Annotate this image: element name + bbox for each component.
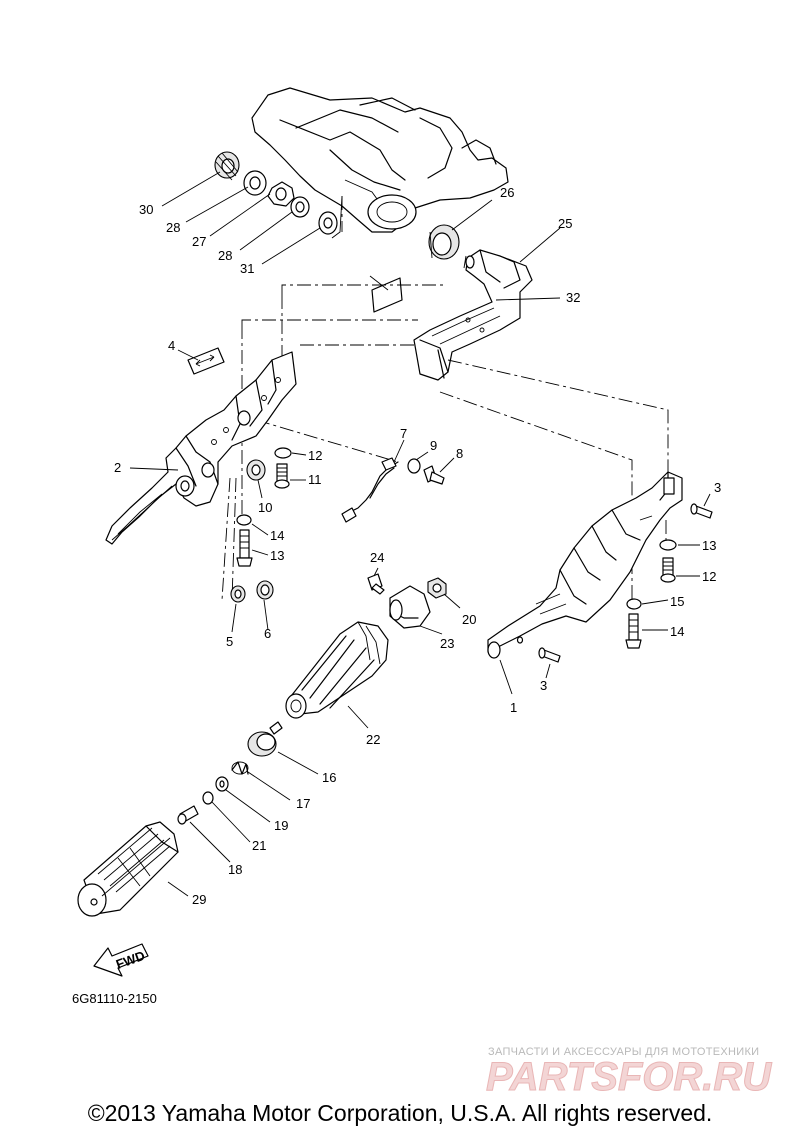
part-16-spring (231, 761, 249, 775)
part-8-bolt (423, 465, 445, 485)
part-15-cap (247, 721, 283, 757)
callout-19: 21 (252, 838, 266, 853)
callout-1: 1 (510, 700, 517, 715)
part-11-bolt-left (274, 463, 290, 489)
part-19-washer (202, 791, 214, 805)
part-25-steering-bracket (413, 249, 533, 381)
callout-5: 5 (226, 634, 233, 649)
part-24-grip (77, 821, 179, 917)
callout-18: 19 (274, 818, 288, 833)
callout-28-lower: 28 (218, 248, 232, 263)
callout-12-left: 12 (308, 448, 322, 463)
part-21-throttle-shaft (285, 621, 389, 719)
callout-12-right: 13 (702, 538, 716, 553)
callout-29: 30 (139, 202, 153, 217)
callout-4: 4 (168, 338, 175, 353)
fwd-label: FWD (114, 948, 147, 972)
part-22-friction-piece (389, 585, 431, 629)
part-3-screw-lower (538, 647, 561, 663)
watermark-logo: PARTSFOR.RU (486, 1055, 772, 1099)
watermark: ЗАПЧАСТИ И АКСЕССУАРЫ ДЛЯ МОТОТЕХНИКИ PA… (486, 1046, 773, 1100)
part-10-bushing (246, 459, 266, 481)
part-5-nut (230, 585, 246, 603)
part-9-washer (407, 458, 421, 474)
leader-lines (129, 171, 711, 897)
callout-11-left: 11 (308, 472, 322, 487)
callout-28-upper: 28 (166, 220, 180, 235)
watermark-tagline: ЗАПЧАСТИ И АКСЕССУАРЫ ДЛЯ МОТОТЕХНИКИ (488, 1046, 759, 1058)
upper-housing-outline (251, 87, 509, 239)
callout-31: 32 (566, 290, 580, 305)
part-1-tiller-tube (487, 471, 683, 659)
part-12-washer-right (659, 539, 677, 551)
part-2-tiller-bracket (105, 351, 297, 545)
part-28-washer-upper (243, 170, 267, 196)
callout-8: 8 (456, 446, 463, 461)
callout-14-right: 15 (670, 594, 684, 609)
callout-3-upper: 3 (714, 480, 721, 495)
fwd-arrow-icon: FWD (93, 943, 149, 977)
part-4-label (187, 347, 225, 375)
callout-17: 18 (228, 862, 242, 877)
part-29-nut (214, 151, 240, 181)
callout-2: 2 (114, 460, 121, 475)
callout-15: 16 (322, 770, 336, 785)
copyright-notice: ©2013 Yamaha Motor Corporation, U.S.A. A… (87, 1100, 713, 1126)
part-14-washer-right (626, 598, 642, 610)
callout-25: 25 (558, 216, 572, 231)
part-7-spring-clip (341, 457, 399, 523)
part-26-bushing (428, 224, 460, 260)
callout-labels: 30 28 27 28 31 26 25 32 4 2 7 9 8 12 11 … (114, 185, 721, 907)
callout-7: 7 (400, 426, 407, 441)
callout-9: 9 (430, 438, 437, 453)
callout-30: 31 (240, 261, 254, 276)
callout-10: 10 (258, 500, 272, 515)
callout-16: 17 (296, 796, 310, 811)
part-20-nut (427, 577, 447, 599)
callout-13-left: 13 (270, 548, 284, 563)
callout-26: 26 (500, 185, 514, 200)
part-6-collar (256, 580, 274, 600)
callout-13-right: 14 (670, 624, 684, 639)
part-13-bolt-left (236, 529, 253, 567)
callout-20: 20 (462, 612, 476, 627)
part-30-washer (318, 211, 338, 235)
callout-11-right: 12 (702, 569, 716, 584)
callout-23: 24 (370, 550, 384, 565)
part-13-bolt-right (625, 613, 642, 649)
catalog-number: 6G81110-2150 (72, 991, 157, 1006)
callout-24: 29 (192, 892, 206, 907)
callout-14-left: 14 (270, 528, 284, 543)
part-14-washer-left (236, 514, 252, 526)
part-17-screw (177, 805, 199, 825)
part-12-washer-left (274, 447, 292, 459)
part-28-washer-lower (290, 196, 310, 218)
callout-27: 27 (192, 234, 206, 249)
part-3-screw-upper (690, 503, 713, 519)
part-18-washer (215, 776, 229, 792)
part-23-screw (367, 573, 385, 595)
part-11-bolt-right (660, 557, 676, 583)
callout-22: 23 (440, 636, 454, 651)
part-27-lock-plate (267, 181, 295, 207)
callout-21: 22 (366, 732, 380, 747)
part-32-plate (371, 277, 403, 313)
callout-6: 6 (264, 626, 271, 641)
callout-3-lower: 3 (540, 678, 547, 693)
